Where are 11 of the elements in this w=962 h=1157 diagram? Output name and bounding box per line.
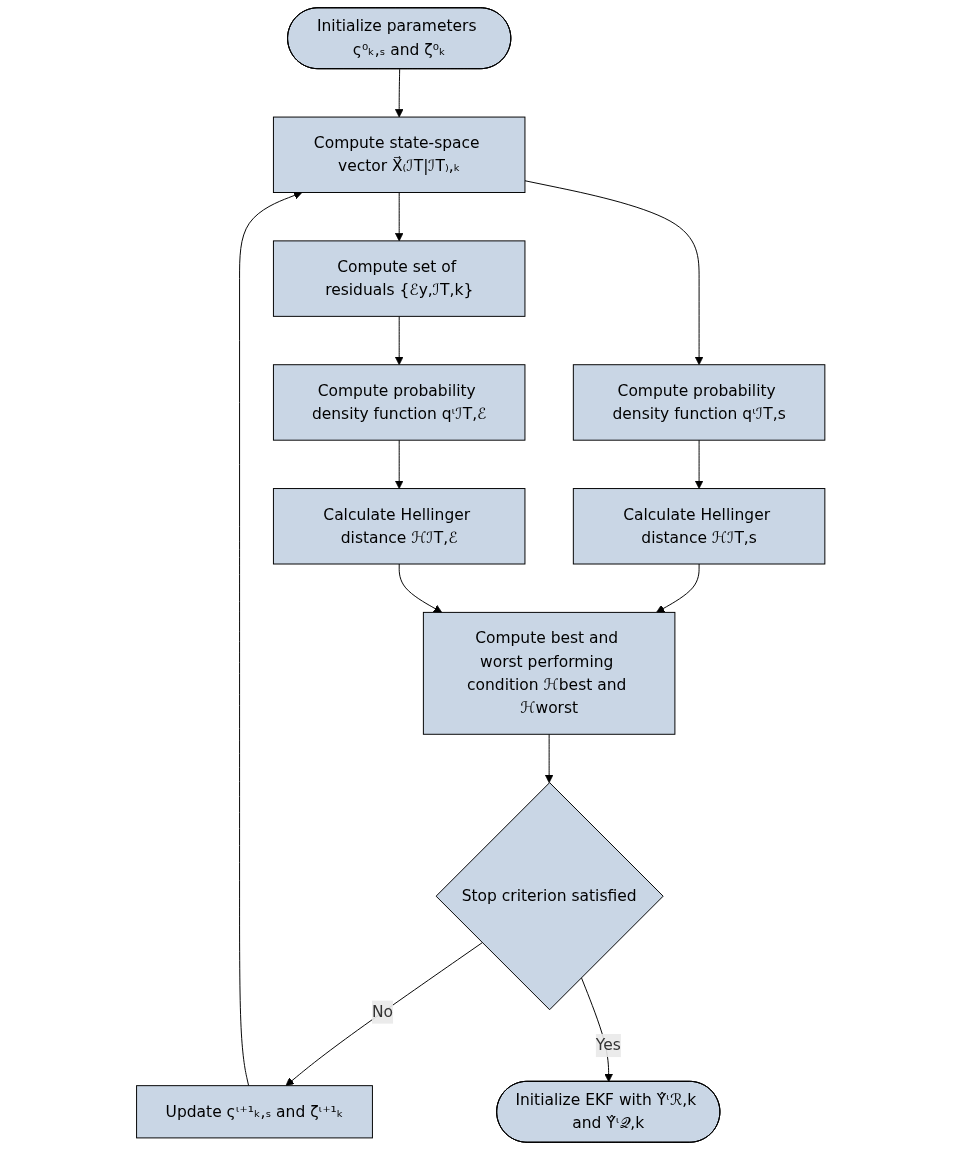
- node-box: Calculate Hellinger distance ℋℐT,s: [573, 488, 826, 565]
- node-box: Compute best and worst performing condition ℋbest and ℋworst: [423, 611, 676, 735]
- node-diamond: Stop criterion satisfied: [435, 782, 664, 1011]
- node-box: Compute probability density function qᶥℐT,ℰ: [273, 364, 526, 441]
- node-box: Update ςᶥ⁺¹ₖ,ₛ and ζᶥ⁺¹ₖ: [136, 1085, 374, 1139]
- node-box: Calculate Hellinger distance ℋℐT,ℰ: [273, 488, 526, 565]
- node-box: Compute state-space vector X⃗₍ℐT|ℐT₎,ₖ: [273, 116, 526, 193]
- edge-label: Yes: [596, 1035, 622, 1055]
- node-box: Compute set of residuals {ℰy,ℐT,k}: [273, 240, 526, 317]
- edge-label: No: [372, 1002, 394, 1021]
- node-box: Compute probability density function qᶥℐT,s: [573, 364, 826, 441]
